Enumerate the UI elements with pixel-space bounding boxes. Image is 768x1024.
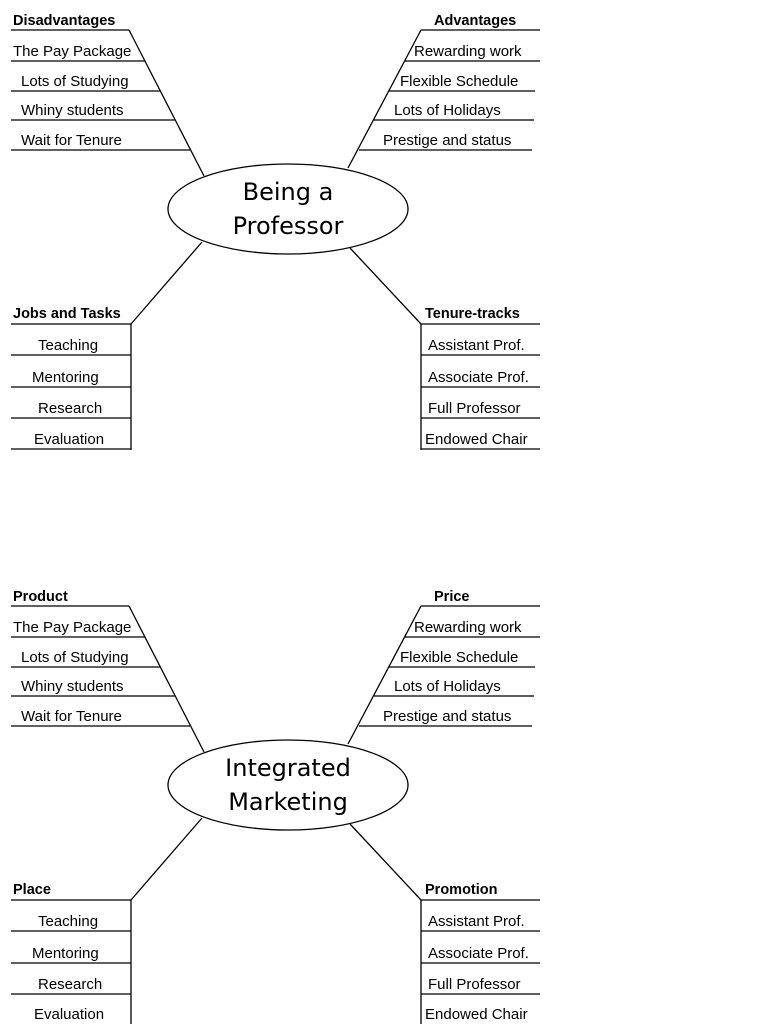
spine-top-right [347, 605, 422, 745]
branch-item: Rewarding work [414, 43, 522, 60]
spine-bottom-left [130, 241, 203, 325]
center-line-1: Being a [242, 178, 334, 206]
spine-top-left [128, 29, 205, 177]
branch-item: Endowed Chair [425, 1006, 528, 1023]
branch-item: Whiny students [21, 678, 124, 695]
center-topic: Integrated Marketing [168, 751, 408, 819]
branch-item: Lots of Holidays [394, 678, 501, 695]
branch-item: Lots of Studying [21, 649, 129, 666]
branch-item: Lots of Holidays [394, 102, 501, 119]
branch-heading: Promotion [425, 882, 498, 898]
center-line-2: Marketing [228, 788, 348, 816]
center-ellipse [167, 739, 409, 831]
branch-heading: Jobs and Tasks [13, 306, 121, 322]
branch-item: The Pay Package [13, 619, 132, 636]
branch-heading: Disadvantages [13, 13, 116, 29]
map-2-lines [11, 605, 540, 1024]
center-ellipse [167, 163, 409, 255]
branch-item: Prestige and status [383, 132, 512, 149]
map-1-lines [11, 29, 540, 450]
center-line-1: Integrated [225, 754, 351, 782]
branch-item: Wait for Tenure [21, 708, 122, 725]
branch-item: Associate Prof. [428, 945, 529, 962]
branch-item: Research [38, 976, 103, 993]
branch-item: Whiny students [21, 102, 124, 119]
branch-item: Associate Prof. [428, 369, 529, 386]
spine-bottom-right [349, 823, 422, 901]
branch-item: Lots of Studying [21, 73, 129, 90]
branch-item: Prestige and status [383, 708, 512, 725]
center-line-2: Professor [232, 212, 344, 240]
branch-heading: Price [434, 589, 470, 605]
branch-item: Full Professor [428, 976, 521, 993]
branch-heading: Product [13, 589, 68, 605]
center-topic: Being a Professor [168, 175, 408, 243]
branch-item: The Pay Package [13, 43, 132, 60]
branch-item: Mentoring [32, 369, 99, 386]
branch-item: Endowed Chair [425, 431, 528, 448]
branch-heading: Place [13, 882, 51, 898]
branch-heading: Tenure-tracks [425, 306, 520, 322]
spine-bottom-left [130, 817, 203, 901]
branch-item: Assistant Prof. [428, 913, 525, 930]
branch-item: Teaching [38, 913, 99, 930]
branch-heading: Advantages [434, 13, 517, 29]
branch-item: Evaluation [34, 1006, 105, 1023]
branch-item: Teaching [38, 337, 99, 354]
branch-item: Flexible Schedule [400, 649, 519, 666]
branch-item: Rewarding work [414, 619, 522, 636]
branch-item: Full Professor [428, 400, 521, 417]
branch-item: Flexible Schedule [400, 73, 519, 90]
spine-bottom-right [349, 247, 422, 325]
branch-item: Mentoring [32, 945, 99, 962]
branch-item: Assistant Prof. [428, 337, 525, 354]
branch-item: Research [38, 400, 103, 417]
branch-item: Wait for Tenure [21, 132, 122, 149]
spine-top-left [128, 605, 205, 753]
branch-item: Evaluation [34, 431, 105, 448]
spine-top-right [347, 29, 422, 169]
